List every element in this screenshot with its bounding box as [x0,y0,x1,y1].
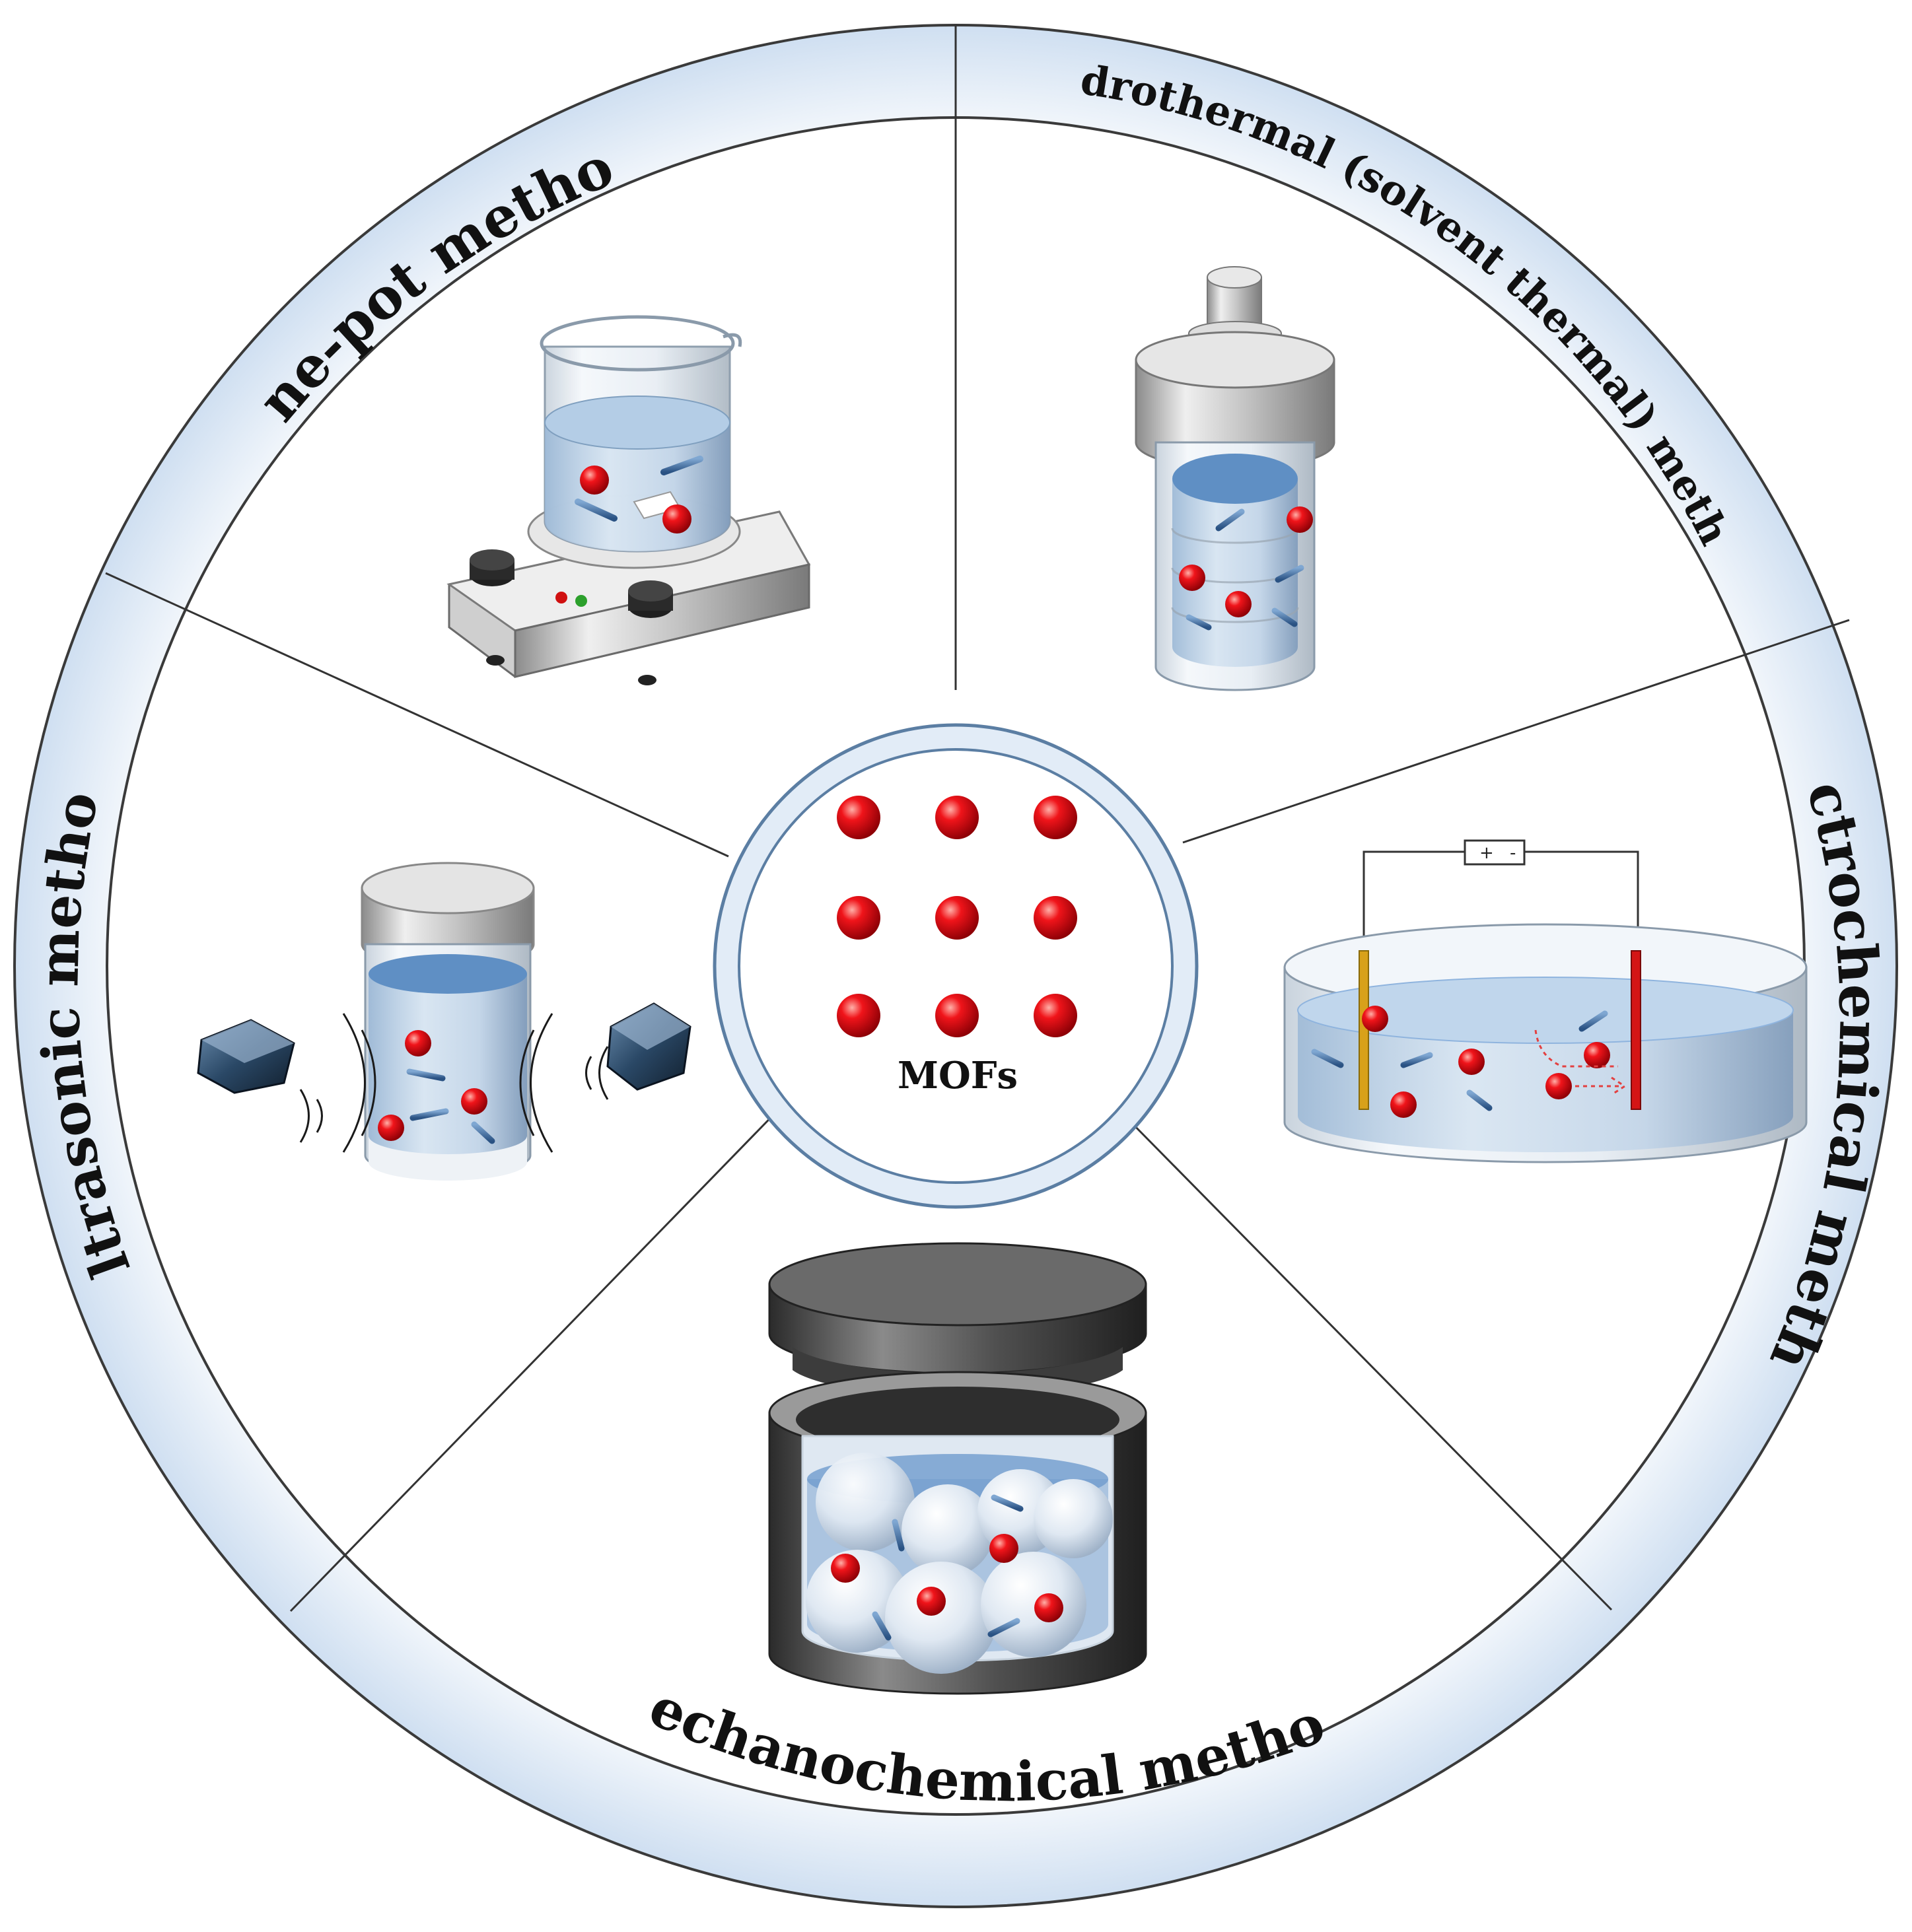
ultrasonic-vial-icon [197,862,691,1181]
sector-dividers [105,25,1850,1612]
electrolysis-cell-icon: + - [1283,839,1808,1163]
ball-mill-jar-icon [768,1242,1147,1695]
mof-center: MOFs [713,723,1199,1209]
mof-lattice-icon [837,796,1077,1037]
autoclave-icon [1135,266,1335,691]
beaker-stirrer-icon [446,315,811,685]
battery-icon [1464,839,1526,866]
center-label: MOFs [898,1054,1018,1097]
svg-text:+: + [1479,843,1494,863]
svg-text:-: - [1510,843,1516,863]
